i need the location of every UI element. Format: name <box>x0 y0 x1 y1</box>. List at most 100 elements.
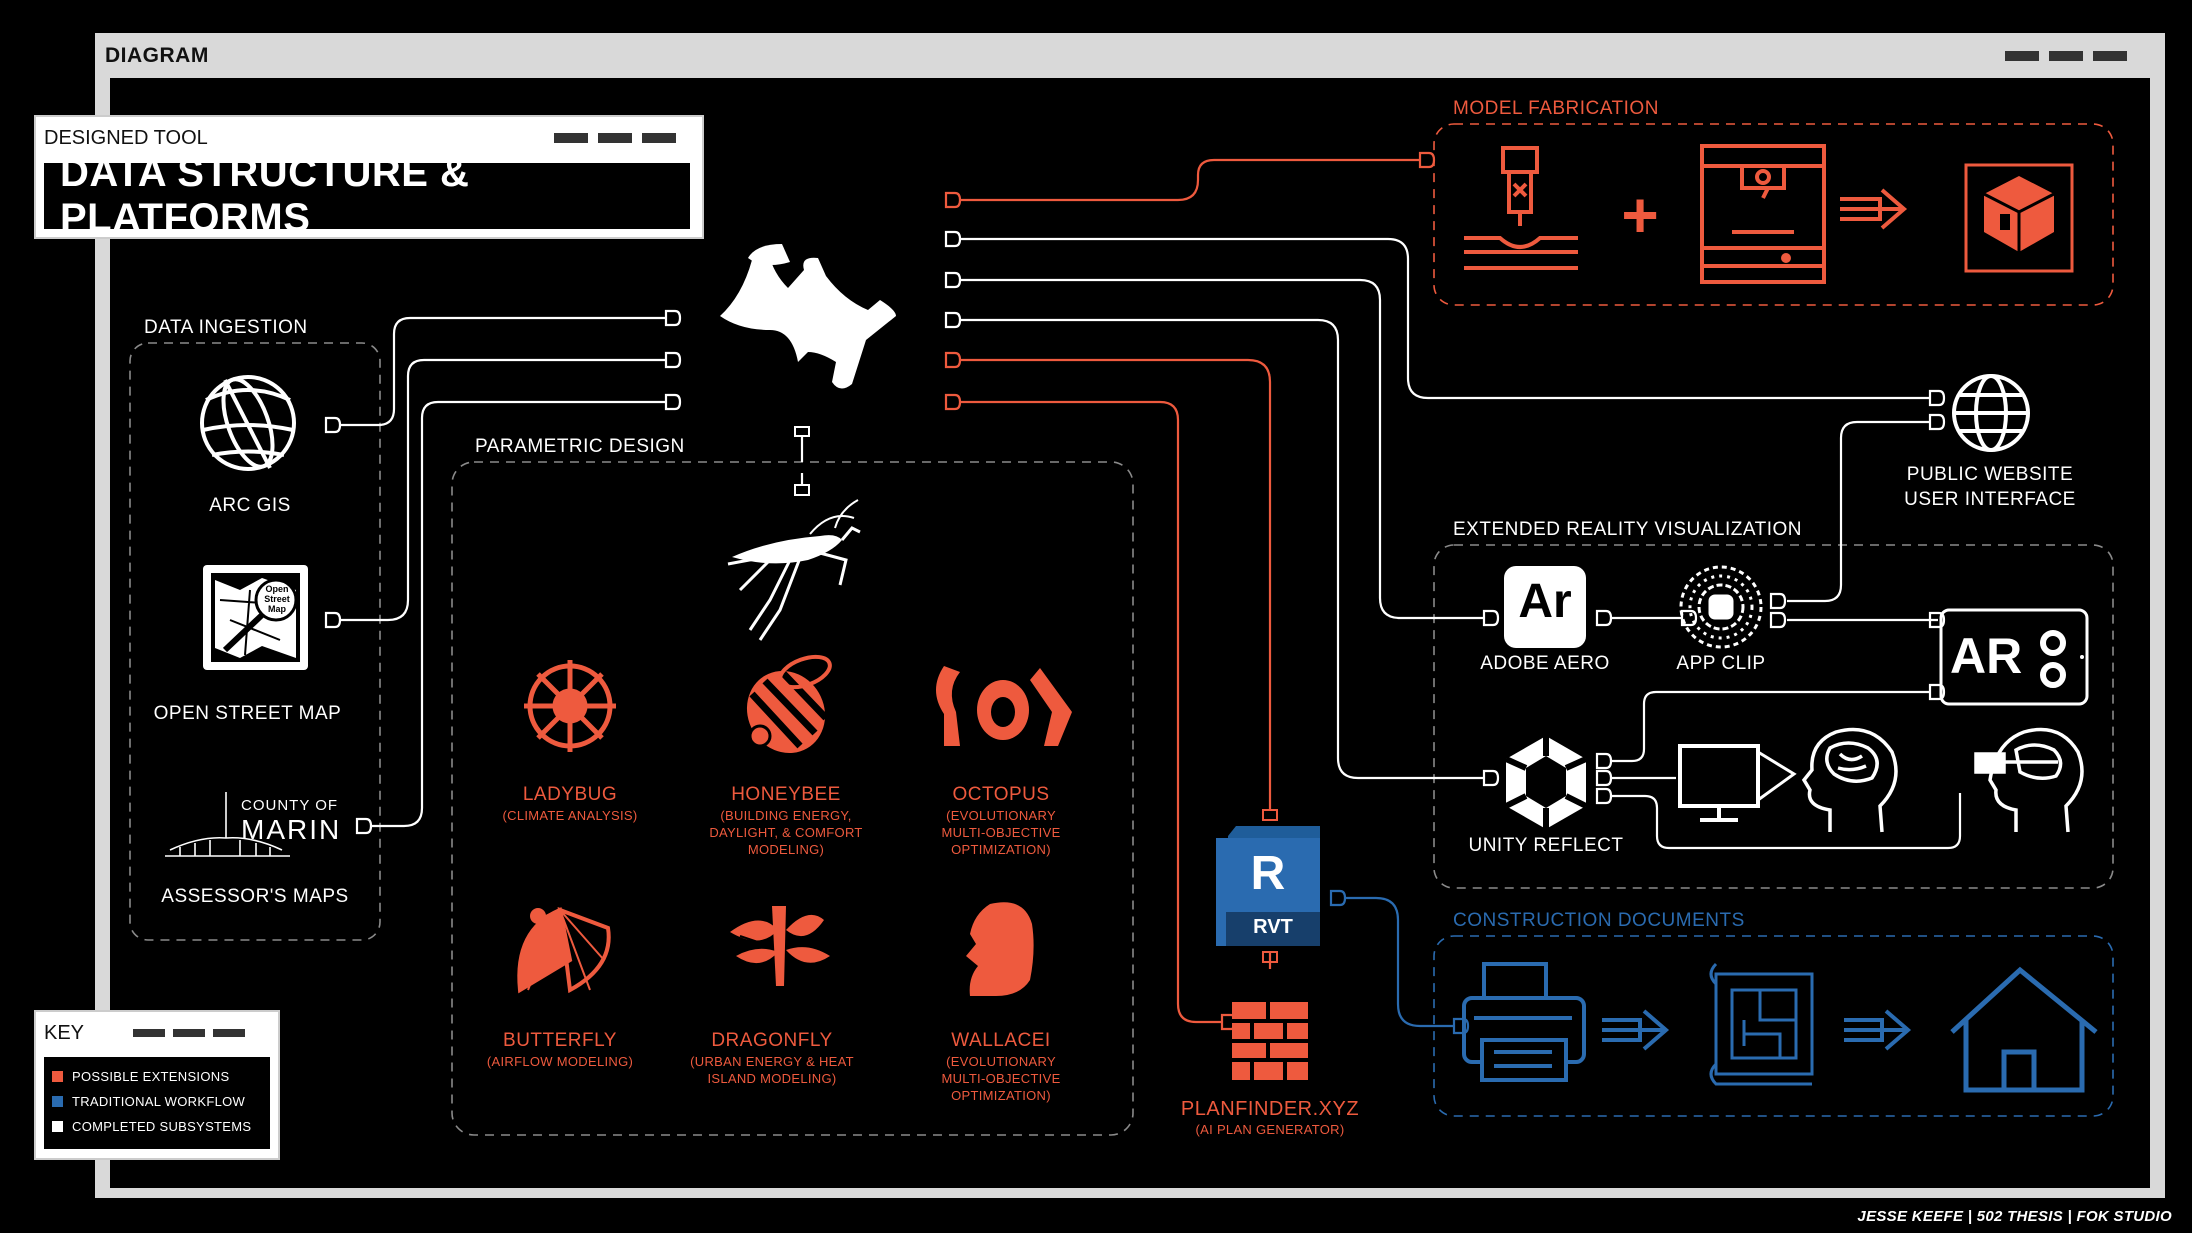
octopus-label: OCTOPUS <box>952 784 1050 805</box>
3d-printer-icon <box>1700 144 1826 284</box>
key-label: POSSIBLE EXTENSIONS <box>72 1069 230 1084</box>
cnc-mill-icon <box>1464 146 1578 270</box>
website-globe-icon <box>1952 374 2030 452</box>
grasshopper-icon <box>727 499 861 641</box>
key-control-icon[interactable] <box>213 1029 245 1037</box>
monitor-icon <box>1678 744 1797 822</box>
app-clip-label: APP CLIP <box>1676 653 1766 674</box>
designed-tool-label: DESIGNED TOOL <box>44 127 208 149</box>
vr-head-icon <box>1974 727 2084 833</box>
xr-box <box>1433 544 2114 889</box>
wallacei-label: WALLACEI <box>951 1030 1051 1051</box>
marin-logo-icon <box>165 792 290 857</box>
plus-icon: + <box>1621 179 1658 251</box>
key-label: TRADITIONAL WORKFLOW <box>72 1094 246 1109</box>
page-title-box: DATA STRUCTURE & PLATFORMS <box>44 151 690 240</box>
key-item-traditional: TRADITIONAL WORKFLOW <box>52 1094 245 1109</box>
adobe-aero-app-icon <box>1504 566 1586 648</box>
marin-county-of: COUNTY OF <box>241 797 339 814</box>
printer-icon <box>1462 962 1586 1082</box>
revit-letter: R <box>1250 847 1286 900</box>
unity-icon <box>1504 736 1588 829</box>
dragonfly-label: DRAGONFLY <box>711 1030 833 1051</box>
honeybee-desc: (BUILDING ENERGY, DAYLIGHT, & COMFORT MO… <box>709 808 863 857</box>
planfinder-icon <box>1232 1002 1308 1080</box>
assessor-maps-label: ASSESSOR'S MAPS <box>161 886 349 907</box>
window-control-icon[interactable] <box>2049 51 2083 61</box>
swatch-icon <box>52 1096 63 1107</box>
parametric-design-title: PARAMETRIC DESIGN <box>475 436 685 457</box>
construction-box <box>1433 935 2114 1117</box>
website-label-line1: PUBLIC WEBSITE <box>1906 464 2074 485</box>
dragonfly-icon <box>730 906 830 986</box>
octopus-icon <box>936 666 1072 746</box>
honeybee-icon <box>746 654 832 754</box>
arrow-icon <box>1844 1009 1912 1051</box>
honeybee-label: HONEYBEE <box>731 784 841 805</box>
window-control-icon[interactable] <box>2005 51 2039 61</box>
planfinder-label: PLANFINDER.XYZ <box>1180 1098 1360 1120</box>
xr-title: EXTENDED REALITY VISUALIZATION <box>1453 519 1802 540</box>
key-title: KEY <box>44 1022 85 1044</box>
osm-logo-text: Open Street Map <box>264 584 290 614</box>
swatch-icon <box>52 1071 63 1082</box>
model-fabrication-title: MODEL FABRICATION <box>1453 98 1659 119</box>
key-control-icon[interactable] <box>133 1029 165 1037</box>
panel-control-icon[interactable] <box>642 133 676 143</box>
unity-reflect-label: UNITY REFLECT <box>1468 835 1624 856</box>
key-label: COMPLETED SUBSYSTEMS <box>72 1119 252 1134</box>
key-list: POSSIBLE EXTENSIONS TRADITIONAL WORKFLOW… <box>44 1057 270 1149</box>
wallacei-icon <box>966 902 1034 996</box>
key-item-extensions: POSSIBLE EXTENSIONS <box>52 1069 229 1084</box>
arrow-icon <box>1840 188 1908 230</box>
planfinder-desc: (AI PLAN GENERATOR) <box>1195 1122 1345 1137</box>
butterfly-label: BUTTERFLY <box>503 1030 617 1051</box>
panel-control-icon[interactable] <box>598 133 632 143</box>
window-control-icon[interactable] <box>2093 51 2127 61</box>
diagram-canvas <box>110 78 2150 1188</box>
website-label-line2: USER INTERFACE <box>1904 489 2076 510</box>
credit-line: JESSE KEEFE | 502 THESIS | FOK STUDIO <box>1857 1208 2172 1225</box>
panel-control-icon[interactable] <box>554 133 588 143</box>
key-control-icon[interactable] <box>173 1029 205 1037</box>
parametric-design-box <box>451 461 1134 1136</box>
globe-icon <box>200 375 296 471</box>
ladybug-desc: (CLIMATE ANALYSIS) <box>502 808 638 823</box>
data-ingestion-title: DATA INGESTION <box>144 317 308 338</box>
revit-label: RVT <box>1253 916 1293 938</box>
adobe-aero-icon-text: Ar <box>1518 575 1572 628</box>
swatch-icon <box>52 1121 63 1132</box>
house-icon <box>1950 966 2098 1093</box>
fabrication-box <box>1433 123 2114 306</box>
page-title: DATA STRUCTURE & PLATFORMS <box>60 151 470 240</box>
blueprint-icon <box>1709 962 1814 1086</box>
marin-name: MARIN <box>241 814 342 845</box>
open-street-map-label: OPEN STREET MAP <box>153 703 342 724</box>
ladybug-icon <box>524 660 616 752</box>
dragonfly-desc: (URBAN ENERGY & HEAT ISLAND MODELING) <box>690 1054 854 1086</box>
revit-icon <box>1216 826 1320 946</box>
window-title: DIAGRAM <box>105 44 209 67</box>
wallacei-desc: (EVOLUTIONARY MULTI-OBJECTIVE OPTIMIZATI… <box>941 1054 1061 1103</box>
butterfly-icon <box>517 906 611 994</box>
model-box-icon <box>1964 163 2074 273</box>
app-clip-icon <box>1679 565 1763 649</box>
construction-documents-title: CONSTRUCTION DOCUMENTS <box>1453 910 1745 931</box>
ar-display-icon <box>1939 608 2089 706</box>
arcgis-label: ARC GIS <box>209 495 291 516</box>
head-brain-icon <box>1801 727 1898 833</box>
rhino-icon <box>720 244 896 389</box>
octopus-desc: (EVOLUTIONARY MULTI-OBJECTIVE OPTIMIZATI… <box>941 808 1061 857</box>
map-icon <box>203 565 308 670</box>
adobe-aero-label: ADOBE AERO <box>1480 653 1610 674</box>
key-controls <box>133 1029 245 1037</box>
ar-display-text: AR <box>1950 628 2023 684</box>
arrow-icon <box>1602 1009 1670 1051</box>
panel-controls <box>554 133 676 143</box>
ladybug-label: LADYBUG <box>522 784 618 805</box>
key-item-completed: COMPLETED SUBSYSTEMS <box>52 1119 251 1134</box>
butterfly-desc: (AIRFLOW MODELING) <box>486 1054 634 1069</box>
window-controls <box>2005 51 2127 61</box>
